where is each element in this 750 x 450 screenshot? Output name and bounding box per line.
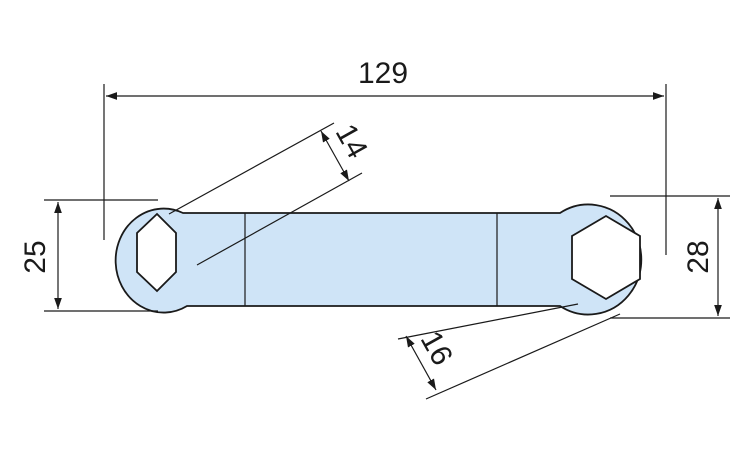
extension-line-hex16-upper (397, 303, 579, 340)
label-hex16: 16 (414, 326, 459, 371)
label-right-height: 28 (682, 240, 715, 273)
extension-line-hex14-lower (196, 172, 363, 266)
label-length: 129 (358, 57, 408, 90)
dimension-line-hex14 (320, 130, 350, 182)
hex-socket-left (136, 212, 177, 293)
wrench-body (114, 203, 643, 316)
extension-line-hex14-upper (168, 122, 335, 215)
label-left-height: 25 (19, 240, 52, 273)
hex-socket-right (571, 214, 641, 301)
dimension-line-hex16 (405, 335, 437, 391)
extension-line-hex16-lower (425, 313, 621, 400)
